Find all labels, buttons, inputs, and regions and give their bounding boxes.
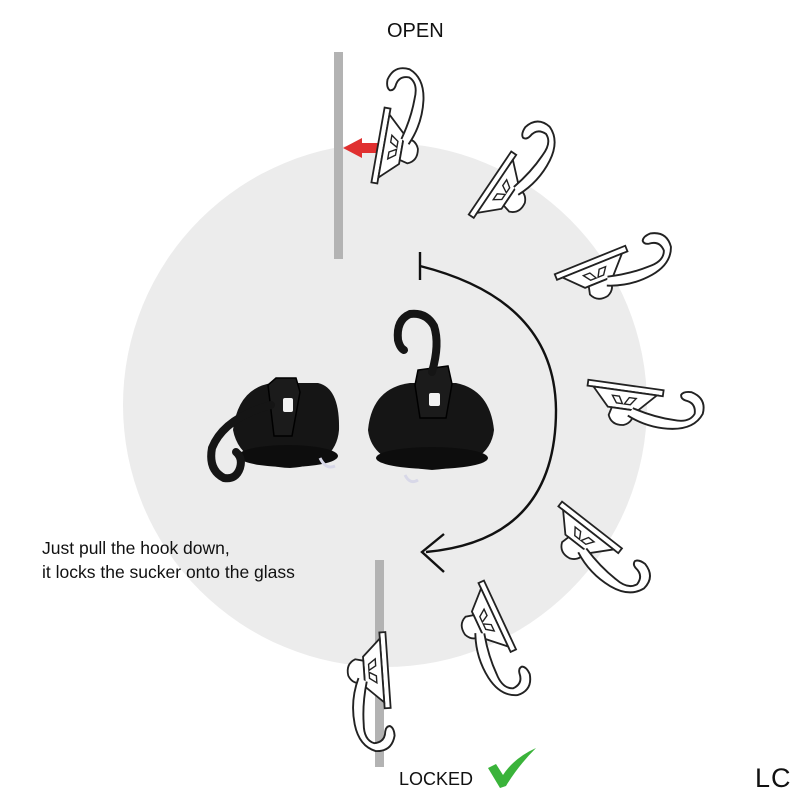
curved-arrow-icon [418,252,558,573]
product-suction-cup-right [368,309,494,484]
instruction-line-1: Just pull the hook down, [42,538,230,558]
instruction-text: Just pull the hook down, it locks the su… [42,536,295,584]
locked-label: LOCKED [399,769,474,789]
brand-logo-text: LC [755,763,792,793]
left-arrow-icon [343,138,378,158]
instruction-line-2: it locks the sucker onto the glass [42,562,295,582]
open-label: OPEN [387,20,444,42]
glass-pane-top [334,52,343,259]
product-suction-cup-left [207,377,340,483]
check-mark-icon [488,748,536,788]
